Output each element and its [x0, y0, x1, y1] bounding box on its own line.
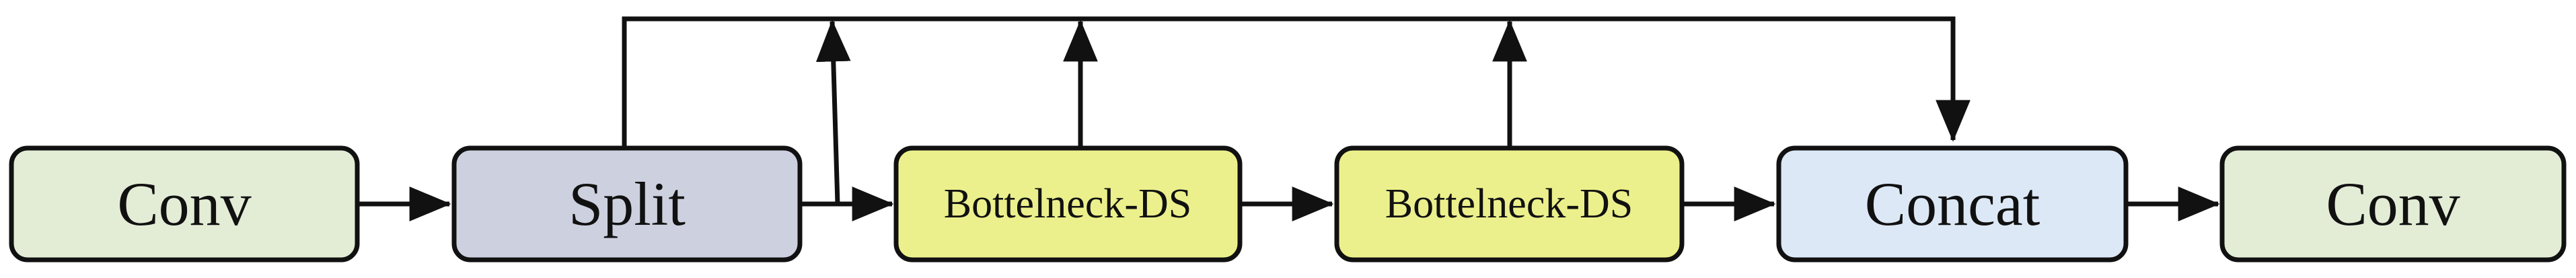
- node-label: Concat: [1865, 170, 2040, 238]
- skip-connections: [622, 16, 1971, 205]
- skip-bus-line: [622, 16, 1971, 148]
- node-box: [451, 145, 803, 263]
- node-bottleneck-ds-2: Bottelneck-DS: [1334, 145, 1685, 263]
- node-box: [2219, 145, 2567, 263]
- node-split: Split: [451, 145, 803, 263]
- node-conv-input: Conv: [9, 145, 360, 263]
- node-label: Conv: [117, 170, 251, 238]
- node-label: Conv: [2326, 170, 2460, 238]
- node-box: [1334, 145, 1685, 263]
- node-conv-output: Conv: [2219, 145, 2567, 263]
- node-bottleneck-ds-1: Bottelneck-DS: [893, 145, 1243, 263]
- split-skip-arrow: [815, 20, 851, 205]
- node-label: Bottelneck-DS: [1385, 181, 1633, 227]
- node-box: [1776, 145, 2129, 263]
- node-concat: Concat: [1776, 145, 2129, 263]
- node-box: [9, 145, 360, 263]
- node-label: Bottelneck-DS: [944, 181, 1192, 227]
- node-box: [893, 145, 1243, 263]
- node-label: Split: [568, 170, 686, 238]
